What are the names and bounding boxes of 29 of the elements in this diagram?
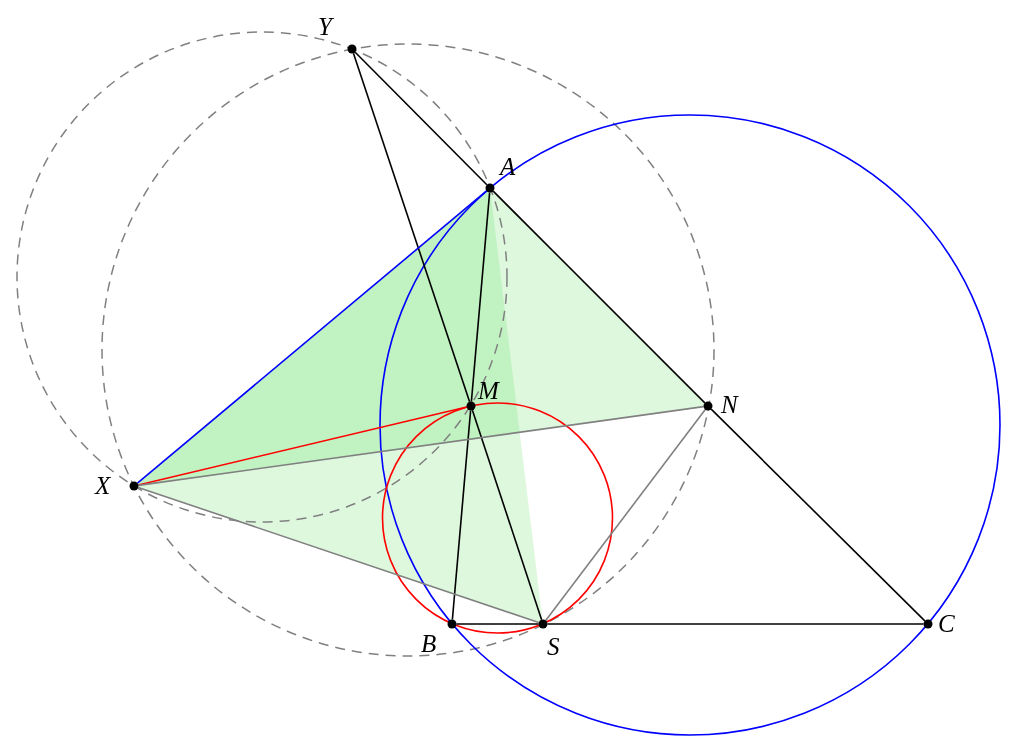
point-dot [485, 183, 495, 193]
point-dot [447, 619, 457, 629]
line-segment [544, 408, 707, 622]
point-label: C [938, 611, 955, 636]
point-label: M [478, 378, 499, 403]
point-label: N [721, 392, 738, 417]
line-segment [710, 408, 926, 622]
point-dot [466, 401, 476, 411]
line-segment [471, 409, 543, 621]
point-label: A [500, 154, 516, 179]
line-segment [451, 409, 472, 621]
line-segment [455, 623, 540, 625]
line-segment [352, 52, 471, 403]
line-segment [546, 623, 925, 625]
point-label: Y [318, 14, 332, 39]
line-segment [470, 191, 491, 403]
point-dot [538, 619, 548, 629]
point-dot [129, 481, 139, 491]
line-segment [137, 405, 705, 487]
point-label: S [547, 634, 560, 659]
line-segment [492, 190, 706, 404]
point-dot [923, 619, 933, 629]
point-label: X [95, 473, 111, 498]
line-segment [354, 51, 488, 186]
point-dot [347, 44, 357, 54]
line-segment [136, 190, 488, 484]
line-segment [137, 486, 540, 624]
point-dot [703, 401, 713, 411]
point-label: B [421, 631, 437, 656]
